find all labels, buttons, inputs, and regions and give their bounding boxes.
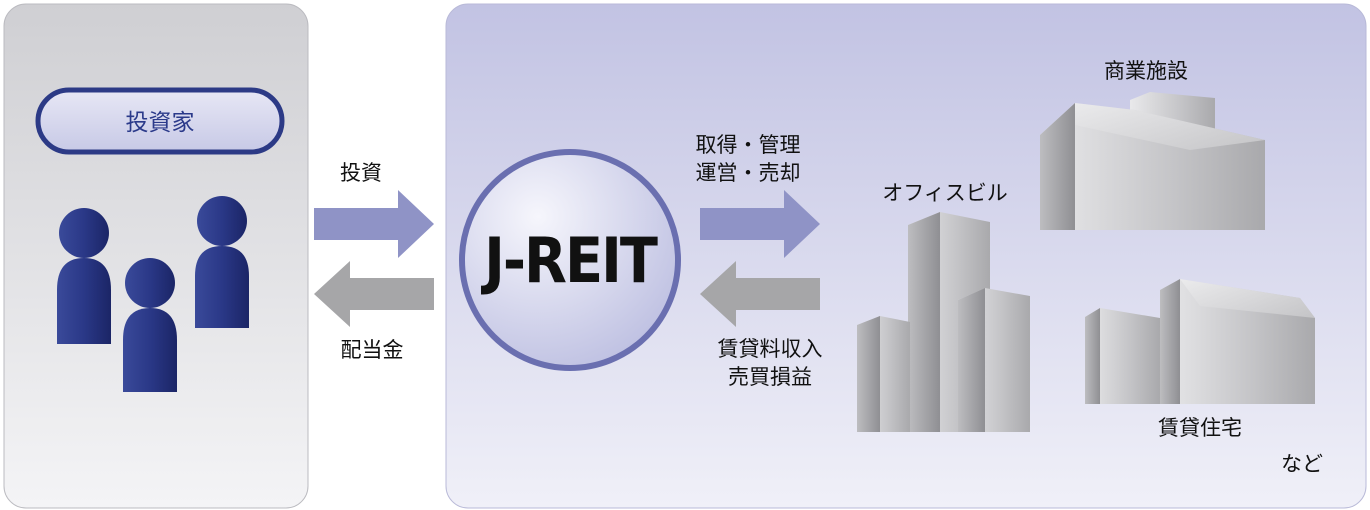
income-label-line2: 売買損益 [728,365,812,389]
acquire-label-line2: 運営・売却 [696,161,801,185]
jreit-label: J-REIT [480,224,658,297]
investor-pill: 投資家 [35,87,285,155]
person-icon [123,258,177,392]
jreit-circle: J-REIT [459,149,681,371]
invest-label: 投資 [340,161,382,185]
person-icon [195,196,249,328]
person-icon [57,208,111,344]
investor-panel [3,3,309,509]
acquire-arrow [700,190,820,258]
income-arrow [700,261,820,327]
office-label: オフィスビル [882,181,1008,205]
acquire-label-line1: 取得・管理 [696,133,801,157]
income-label-line1: 賃貸料収入 [718,337,823,361]
office-building-icon [857,212,1030,432]
residential-label: 賃貸住宅 [1158,416,1242,440]
invest-arrow [314,190,434,258]
investor-title: 投資家 [126,110,195,136]
residential-building-icon [1085,279,1315,404]
dividend-label: 配当金 [341,338,404,362]
dividend-arrow [314,261,434,327]
investors-icon [57,196,249,392]
etc-label: など [1281,452,1323,476]
commercial-label: 商業施設 [1104,59,1188,83]
commercial-building-icon [1040,92,1265,230]
